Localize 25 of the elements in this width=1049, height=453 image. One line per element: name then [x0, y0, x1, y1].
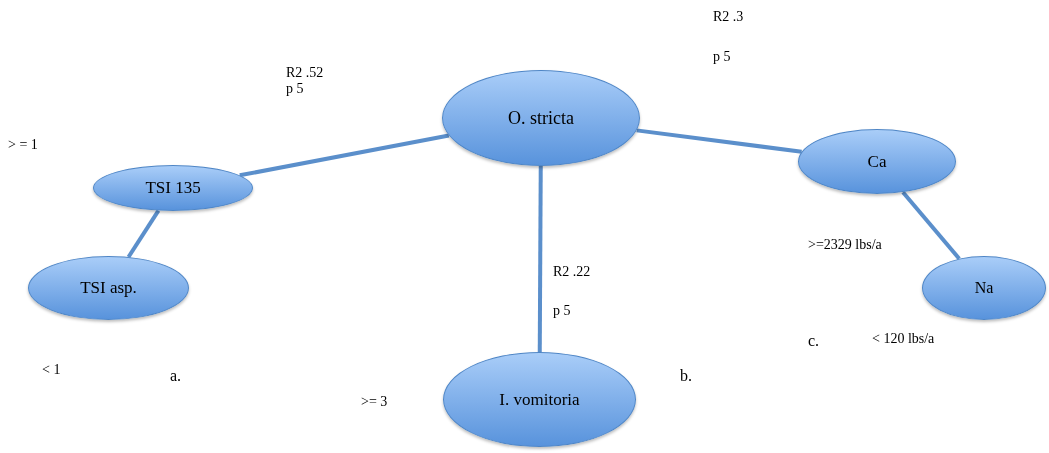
- node-label: TSI 135: [145, 177, 201, 200]
- annotation-text: p 5: [713, 48, 731, 66]
- node-label: TSI asp.: [80, 277, 137, 300]
- node-label: Ca: [867, 150, 887, 173]
- annotation-text: c.: [808, 331, 820, 351]
- ellipse-node: [93, 165, 253, 211]
- connector-line: [636, 128, 802, 154]
- annotation-text: p 5: [553, 302, 571, 320]
- annotation-text: < 120 lbs/a: [872, 330, 935, 348]
- annotation-text: R2 .3: [713, 8, 744, 26]
- annotation-text: >=2329 lbs/a: [808, 236, 882, 254]
- node-label: I. vomitoria: [499, 388, 580, 411]
- connector-line: [901, 190, 961, 260]
- annotation-text: R2 .52: [286, 64, 324, 82]
- connector-line: [239, 133, 450, 178]
- annotation-text: p 5: [286, 80, 304, 98]
- node-label: O. stricta: [508, 106, 574, 130]
- annotation-text: a.: [170, 366, 182, 386]
- annotation-text: < 1: [42, 361, 61, 379]
- annotation-text: >= 3: [361, 393, 388, 411]
- node-label: Na: [974, 278, 994, 298]
- connector-line: [537, 166, 543, 352]
- annotation-text: b.: [680, 366, 692, 386]
- annotation-text: R2 .22: [553, 263, 591, 281]
- annotation-text: > = 1: [8, 136, 38, 154]
